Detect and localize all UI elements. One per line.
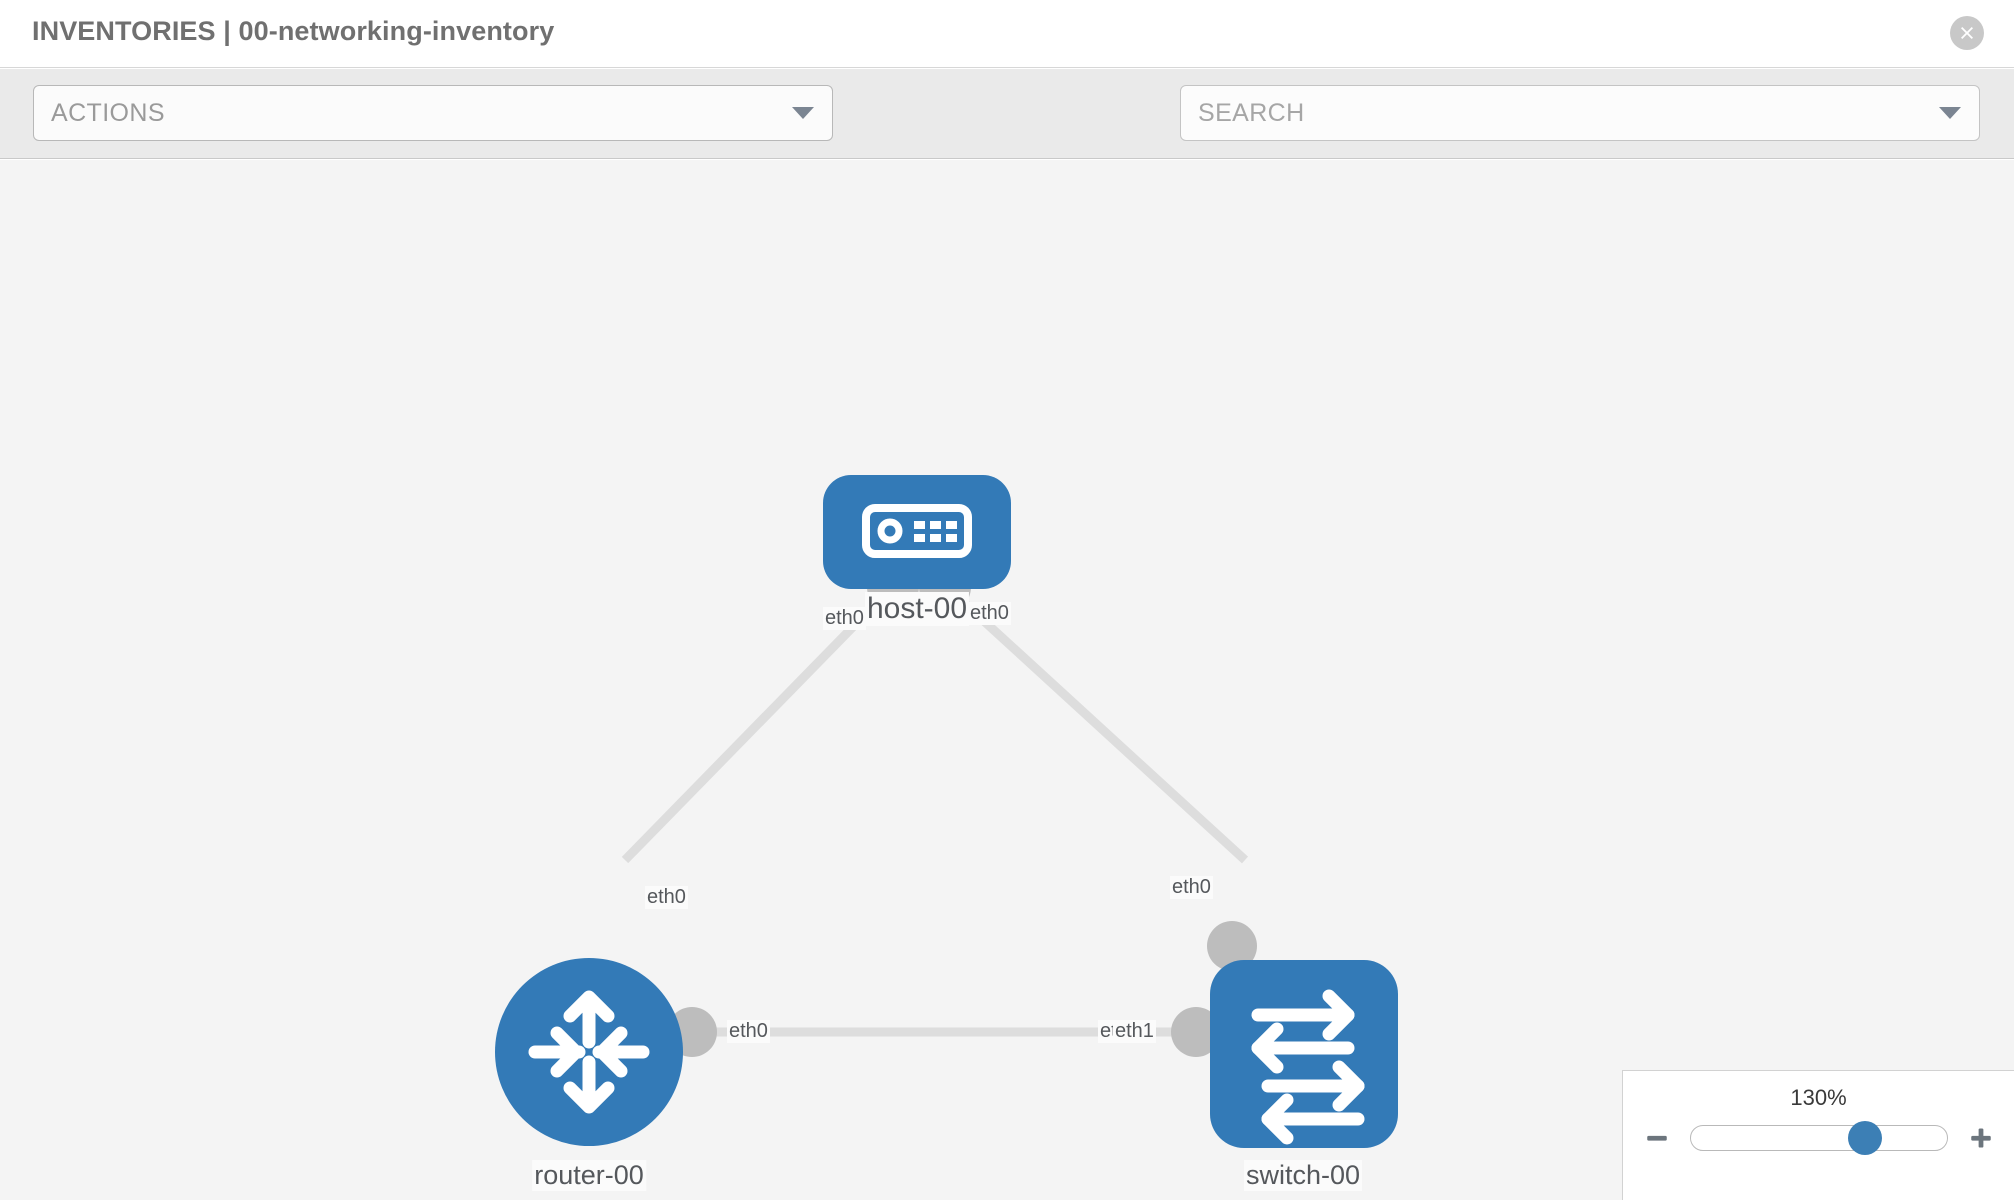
actions-dropdown[interactable]: ACTIONS bbox=[33, 85, 833, 141]
zoom-slider[interactable] bbox=[1689, 1121, 1948, 1155]
plus-icon[interactable] bbox=[1966, 1123, 1996, 1153]
node-host-00[interactable] bbox=[823, 475, 1011, 589]
node-host-00-shape[interactable] bbox=[823, 475, 1011, 589]
zoom-slider-row bbox=[1623, 1121, 2014, 1155]
toolbar: ACTIONS SEARCH bbox=[0, 69, 2014, 196]
close-x-glyph bbox=[1961, 27, 1973, 39]
node-router-00[interactable] bbox=[495, 958, 683, 1146]
search-input[interactable]: SEARCH bbox=[1180, 85, 1980, 141]
chevron-down-icon[interactable] bbox=[1939, 107, 1961, 119]
zoom-control-panel: 130% bbox=[1622, 1070, 2014, 1200]
chevron-down-icon bbox=[792, 107, 814, 119]
topology-ports bbox=[667, 561, 1257, 1057]
topology-graph bbox=[495, 475, 1398, 1148]
search-placeholder: SEARCH bbox=[1198, 98, 1305, 127]
zoom-slider-thumb[interactable] bbox=[1847, 1121, 1882, 1155]
server-icon bbox=[862, 504, 972, 558]
link-host-switch[interactable] bbox=[946, 586, 1249, 864]
zoom-level-label: 130% bbox=[1790, 1085, 1847, 1110]
page-header: INVENTORIES | 00-networking-inventory bbox=[0, 0, 2014, 68]
topology-links bbox=[621, 586, 1249, 1037]
port-switch-eth1[interactable] bbox=[1171, 1007, 1221, 1057]
port-switch-eth0[interactable] bbox=[1207, 921, 1257, 971]
plus-glyph bbox=[1970, 1128, 1991, 1148]
switch-arrows-icon bbox=[1251, 989, 1365, 1145]
minus-icon[interactable] bbox=[1642, 1123, 1672, 1153]
close-icon[interactable] bbox=[1950, 16, 1984, 50]
node-switch-00[interactable] bbox=[1210, 960, 1398, 1148]
minus-glyph bbox=[1646, 1135, 1667, 1141]
router-arrows-icon bbox=[528, 990, 650, 1114]
link-host-router[interactable] bbox=[621, 586, 893, 864]
topology-canvas[interactable]: host-00 router-00 switch-00 eth0 eth0 et… bbox=[0, 160, 2014, 1200]
page-title: INVENTORIES | 00-networking-inventory bbox=[32, 16, 555, 46]
node-router-00-shape[interactable] bbox=[495, 958, 683, 1146]
actions-dropdown-label: ACTIONS bbox=[51, 98, 165, 127]
